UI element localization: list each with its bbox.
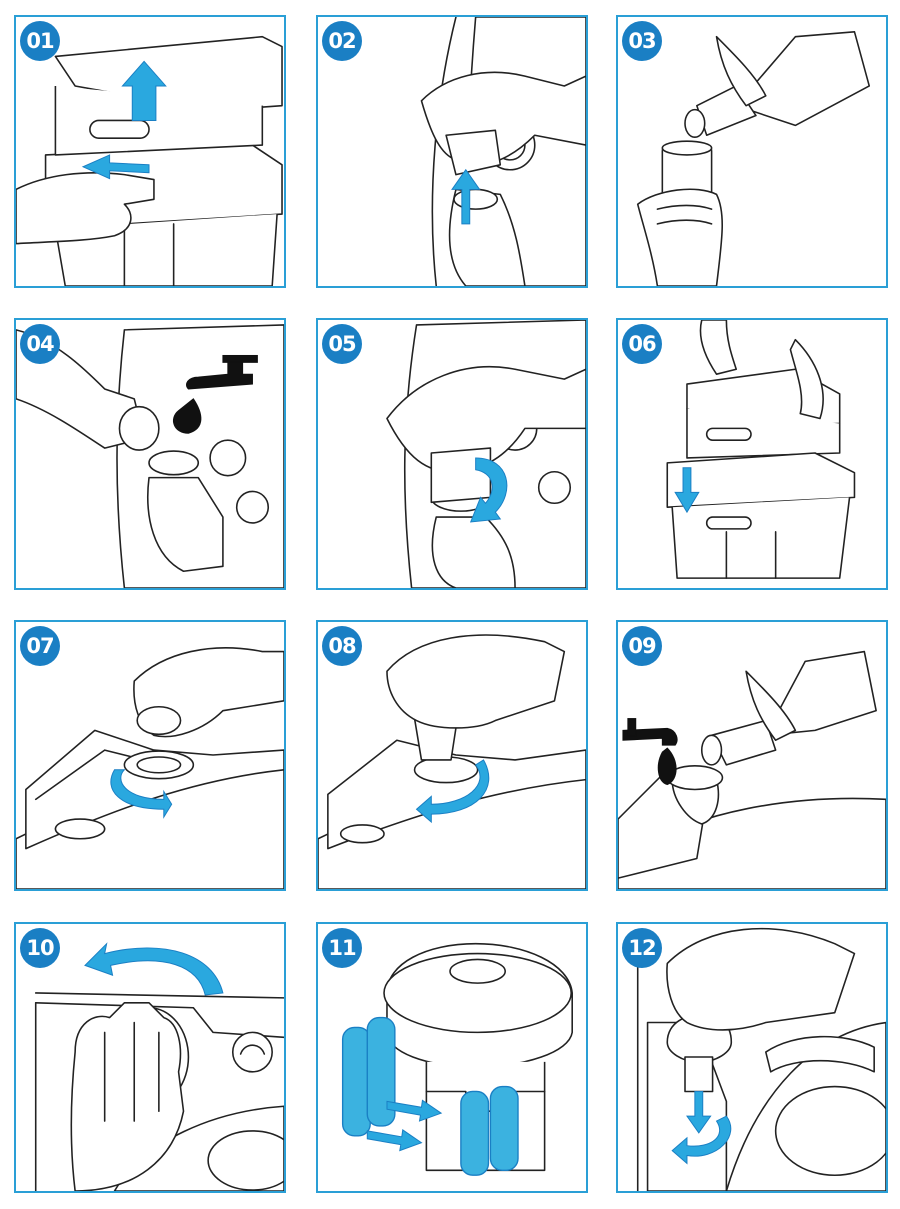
illustration-add-fluid-and-water: [618, 650, 886, 889]
step-number-badge: 02: [322, 21, 362, 61]
step-number-badge: 08: [322, 626, 362, 666]
step-panel-09: 09: [616, 620, 888, 891]
illustration-screw-spout-cap: [386, 320, 586, 588]
step-panel-11: 11: [316, 922, 588, 1193]
illustration-open-battery-compartment: [34, 942, 284, 1191]
step-number-badge: 09: [622, 626, 662, 666]
illustration-install-battery-cap: [636, 927, 886, 1191]
step-number-badge: 12: [622, 928, 662, 968]
step-number-badge: 07: [20, 626, 60, 666]
step-panel-01: 01: [14, 15, 286, 288]
step-panel-07: 07: [14, 620, 286, 891]
illustration-open-toilet-latch: [16, 35, 283, 286]
illustration-pour-fluid-into-bottle: [636, 30, 871, 286]
step-panel-03: 03: [616, 15, 888, 288]
step-panel-10: 10: [14, 922, 286, 1193]
step-panel-08: 08: [316, 620, 588, 891]
step-panel-04: 04: [14, 318, 286, 590]
step-number-badge: 04: [20, 324, 60, 364]
step-number-badge: 06: [622, 324, 662, 364]
step-number-badge: 11: [322, 928, 362, 968]
step-panel-02: 02: [316, 15, 588, 288]
illustration-close-toilet-latch: [666, 320, 856, 579]
illustration-turn-fluid-valve: [318, 634, 586, 889]
step-number-badge: 03: [622, 21, 662, 61]
step-number-badge: 05: [322, 324, 362, 364]
illustration-open-fluid-cap: [16, 647, 284, 889]
step-panel-05: 05: [316, 318, 588, 590]
illustration-remove-cap: [420, 17, 586, 286]
step-panel-06: 06: [616, 318, 888, 590]
step-panel-12: 12: [616, 922, 888, 1193]
illustration-insert-batteries: [341, 942, 573, 1176]
step-number-badge: 10: [20, 928, 60, 968]
illustration-rinse-spout-with-water: [16, 324, 284, 588]
step-number-badge: 01: [20, 21, 60, 61]
